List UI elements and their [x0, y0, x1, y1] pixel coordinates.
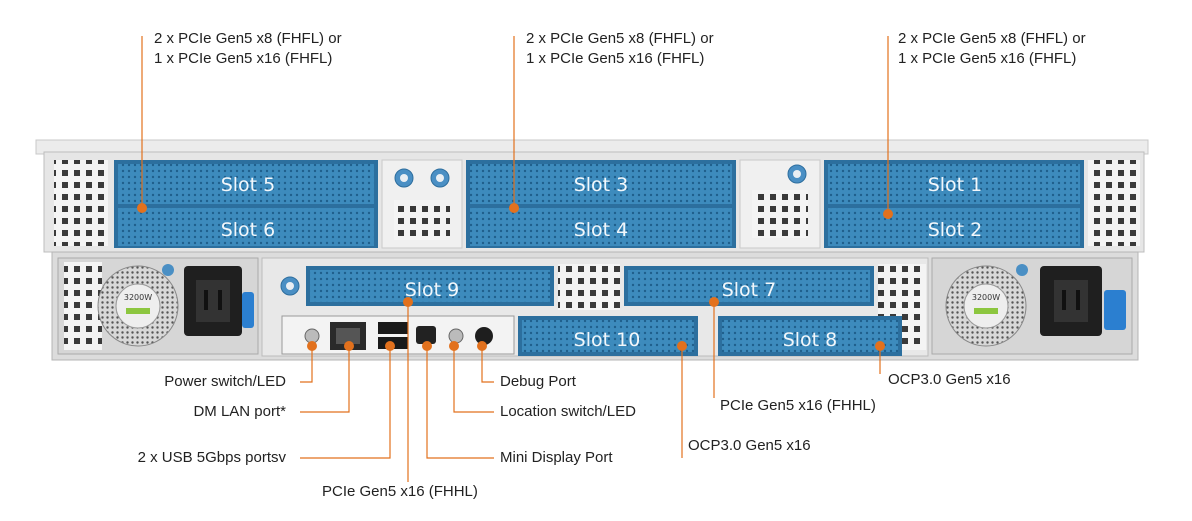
slot-4-label: Slot 4	[574, 219, 629, 241]
callout-mini-dp: Mini Display Port	[500, 449, 613, 466]
slot-1-card	[828, 164, 1080, 204]
dot-power-switch	[307, 341, 317, 351]
callout-riser-left-line1: 2 x PCIe Gen5 x8 (FHFL) or	[154, 30, 342, 47]
slot-10-card	[522, 320, 694, 352]
callout-power-switch: Power switch/LED	[164, 373, 286, 390]
left-vent	[54, 160, 108, 246]
callout-pcie-slot7: PCIe Gen5 x16 (FHHL)	[720, 397, 876, 414]
dot-usb	[385, 341, 395, 351]
dot-slot-9	[403, 297, 413, 307]
callout-riser-right-line1: 2 x PCIe Gen5 x8 (FHFL) or	[898, 30, 1086, 47]
slot-5-label: Slot 5	[221, 174, 276, 196]
callout-dm-lan: DM LAN port*	[193, 403, 286, 420]
dot-slot-5-6	[137, 203, 147, 213]
dot-slot-1-2	[883, 209, 893, 219]
leader-lines	[141, 36, 889, 482]
slot-2-card	[828, 208, 1080, 246]
location-switch[interactable]	[448, 328, 464, 344]
dot-location-switch	[449, 341, 459, 351]
dot-slot-7	[709, 297, 719, 307]
dot-slot-3-4	[509, 203, 519, 213]
slot-1-label: Slot 1	[928, 174, 983, 196]
slot-7-label: Slot 7	[722, 279, 777, 301]
dot-debug	[477, 341, 487, 351]
callout-usb: 2 x USB 5Gbps portsv	[137, 449, 286, 466]
psu-right-wattage: 3200W	[972, 293, 1000, 302]
callout-riser-center-line2: 1 x PCIe Gen5 x16 (FHFL)	[526, 50, 705, 67]
slot-8-card	[722, 320, 898, 352]
dot-slot-10	[677, 341, 687, 351]
mini-display-port[interactable]	[416, 326, 436, 344]
slot-6-label: Slot 6	[221, 219, 276, 241]
callout-riser-right: 2 x PCIe Gen5 x8 (FHFL) or 1 x PCIe Gen5…	[898, 29, 1086, 69]
callout-riser-center: 2 x PCIe Gen5 x8 (FHFL) or 1 x PCIe Gen5…	[526, 29, 714, 69]
dot-slot-8	[875, 341, 885, 351]
callout-ocp-slot10: OCP3.0 Gen5 x16	[688, 437, 811, 454]
slot-2-label: Slot 2	[928, 219, 983, 241]
slot-5-card	[118, 164, 374, 204]
psu-left-handle	[242, 292, 254, 328]
psu-left-wattage: 3200W	[124, 293, 152, 302]
dot-mini-dp	[422, 341, 432, 351]
slot-3-label: Slot 3	[574, 174, 629, 196]
callout-riser-left-line2: 1 x PCIe Gen5 x16 (FHFL)	[154, 50, 333, 67]
callout-pcie-slot9: PCIe Gen5 x16 (FHHL)	[322, 483, 478, 500]
power-switch[interactable]	[304, 328, 320, 344]
slot-4-card	[470, 208, 732, 246]
callout-location-switch: Location switch/LED	[500, 403, 636, 420]
right-vent	[1088, 160, 1140, 246]
slot-9-card	[310, 270, 550, 302]
psu-right-handle	[1104, 290, 1126, 330]
slot-8-label: Slot 8	[783, 329, 838, 351]
debug-port[interactable]	[475, 327, 493, 345]
slot-9-label: Slot 9	[405, 279, 460, 301]
callout-riser-right-line2: 1 x PCIe Gen5 x16 (FHFL)	[898, 50, 1077, 67]
callout-ocp-slot8: OCP3.0 Gen5 x16	[888, 371, 1011, 388]
callout-riser-left: 2 x PCIe Gen5 x8 (FHFL) or 1 x PCIe Gen5…	[154, 29, 342, 69]
callout-debug-port: Debug Port	[500, 373, 576, 390]
dot-dm-lan	[344, 341, 354, 351]
slot-7-card	[628, 270, 870, 302]
slot-10-label: Slot 10	[574, 329, 641, 351]
slot-6-card	[118, 208, 374, 246]
callout-dots	[137, 203, 893, 351]
callout-riser-center-line1: 2 x PCIe Gen5 x8 (FHFL) or	[526, 30, 714, 47]
usb-port-1[interactable]	[378, 322, 408, 334]
